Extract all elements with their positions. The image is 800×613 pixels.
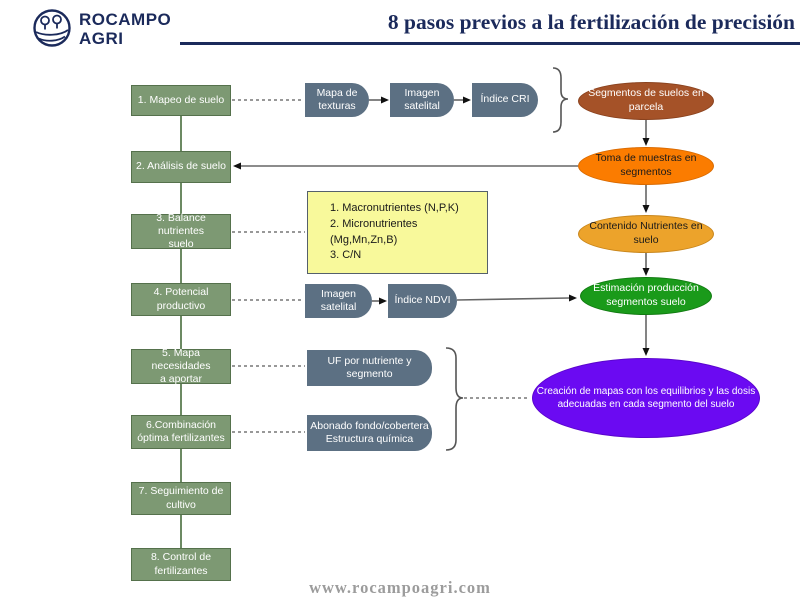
- step-box-5: 5. Mapa necesidades a aportar: [131, 347, 231, 385]
- ellipse-creacion-mapas: Creación de mapas con los equilibrios y …: [532, 358, 760, 438]
- process-box-uf-nutriente: UF por nutriente y segmento: [307, 350, 432, 386]
- process-box-indice-ndvi: Índice NDVI: [388, 284, 457, 318]
- step-box-8: 8. Control de fertilizantes: [131, 548, 231, 581]
- note-line-3: 3. C/N: [330, 249, 362, 262]
- step-box-2: 2. Análisis de suelo: [131, 151, 231, 183]
- ellipse-toma-muestras: Toma de muestras en segmentos: [578, 147, 714, 185]
- note-line-1: 1. Macronutrientes (N,P,K): [330, 201, 459, 214]
- page-title: 8 pasos previos a la fertilización de pr…: [387, 10, 795, 34]
- process-box-mapa-texturas: Mapa de texturas: [305, 83, 369, 117]
- step-box-3: 3. Balance nutrientes suelo: [131, 212, 231, 250]
- logo-text: ROCAMPO AGRI: [79, 10, 172, 48]
- logo-line2: AGRI: [79, 28, 124, 48]
- process-box-imagen-satelital-2: Imagen satelital: [305, 284, 372, 318]
- process-box-abonado: Abonado fondo/cobertera Estructura quími…: [307, 415, 432, 451]
- title-divider: [180, 42, 800, 45]
- brace-rows56: [445, 347, 464, 451]
- logo-line1: ROCAMPO: [79, 10, 172, 29]
- ellipse-segmentos-suelos: Segmentos de suelos en parcela: [578, 82, 714, 120]
- process-box-indice-cri: Índice CRI: [472, 83, 538, 117]
- brace-row1: [552, 67, 569, 133]
- step-box-7: 7. Seguimiento de cultivo: [131, 482, 231, 515]
- ellipse-estimacion-produccion: Estimación producción segmentos suelo: [580, 277, 712, 315]
- step-box-4: 4. Potencial productivo: [131, 283, 231, 316]
- step-box-6: 6.Combinación óptima fertilizantes: [131, 415, 231, 449]
- ellipse-contenido-nutrientes: Contenido Nutrientes en suelo: [578, 215, 714, 253]
- note-line-2: 2. Micronutrientes (Mg,Mn,Zn,B): [330, 217, 418, 246]
- arrow-ndvi-to-estimacion: [456, 297, 570, 301]
- step-box-1: 1. Mapeo de suelo: [131, 85, 231, 116]
- process-box-imagen-satelital-1: Imagen satelital: [390, 83, 454, 117]
- rocampo-logo-icon: [33, 9, 71, 47]
- nutrients-note-box: 1. Macronutrientes (N,P,K) 2. Micronutri…: [307, 191, 488, 274]
- footer-url: www.rocampoagri.com: [309, 578, 491, 597]
